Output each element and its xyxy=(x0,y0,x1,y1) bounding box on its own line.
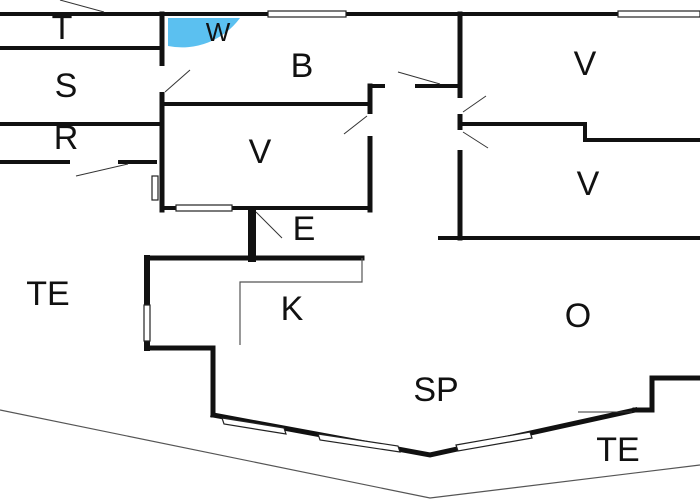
walls xyxy=(0,11,700,458)
room-labels: T W B S R V V V E TE K O SP TE xyxy=(26,9,639,469)
room-label-sp: SP xyxy=(413,371,458,409)
room-label-r: R xyxy=(54,119,79,157)
room-label-e: E xyxy=(293,210,316,248)
room-label-te2: TE xyxy=(596,431,639,469)
room-label-v3: V xyxy=(577,165,600,203)
room-label-t: T xyxy=(52,9,73,47)
terrace-outline xyxy=(0,409,700,499)
room-label-v2: V xyxy=(574,45,597,83)
room-label-te1: TE xyxy=(26,275,69,313)
wet-room-fill xyxy=(168,18,240,48)
windows xyxy=(143,10,700,453)
room-label-o: O xyxy=(565,297,591,335)
room-label-k: K xyxy=(281,290,304,328)
doors xyxy=(59,0,632,413)
room-label-b: B xyxy=(291,47,314,85)
kitchen-counter xyxy=(239,258,363,345)
room-label-w: W xyxy=(206,17,231,47)
room-label-s: S xyxy=(55,67,78,105)
room-label-v1: V xyxy=(249,133,272,171)
